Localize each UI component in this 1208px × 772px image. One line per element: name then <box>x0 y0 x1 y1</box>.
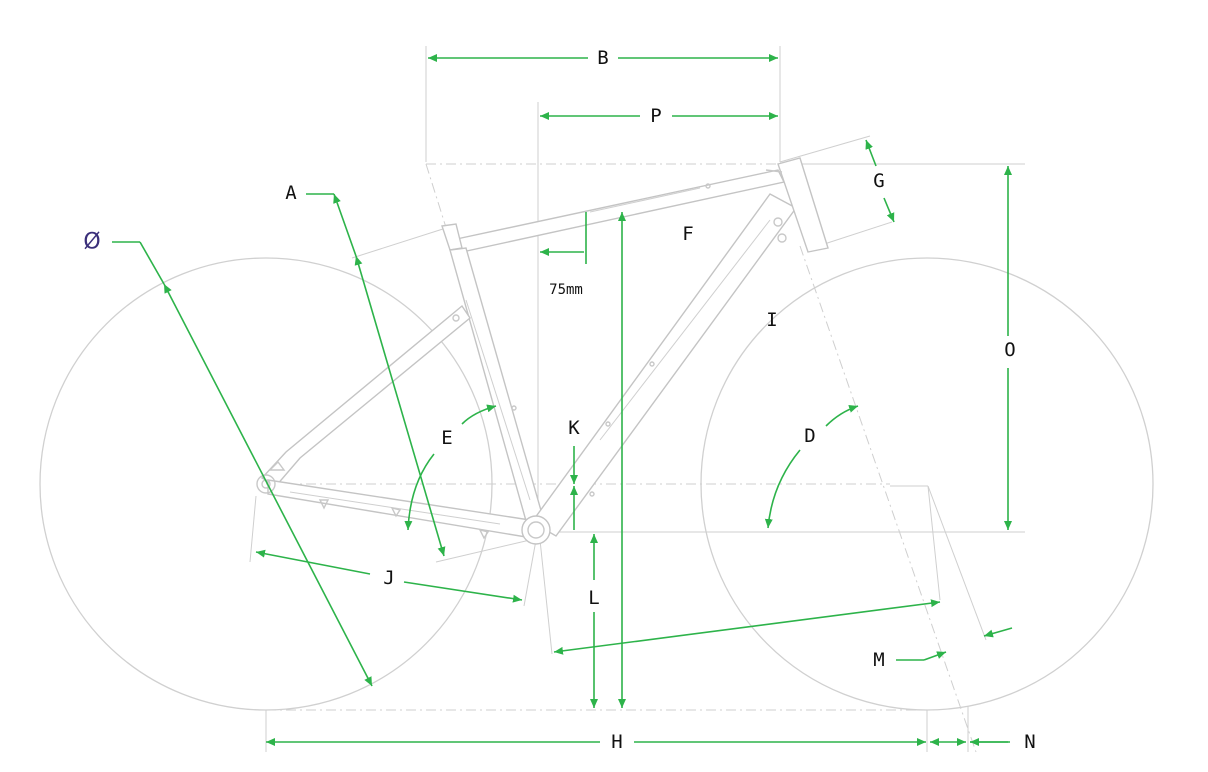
label-I: I <box>766 309 777 331</box>
label-D: D <box>804 425 815 447</box>
label-offset-75mm: 75mm <box>549 282 583 298</box>
label-G: G <box>873 170 884 192</box>
label-J: J <box>383 567 394 589</box>
dimension-labels: B P A Ø G F 75mm I O K E D J L M H N <box>83 47 1046 753</box>
label-B: B <box>597 47 608 69</box>
label-M: M <box>873 649 884 671</box>
reference-lines <box>249 46 1025 753</box>
label-A: A <box>285 182 297 204</box>
dimension-lines <box>112 54 1013 746</box>
label-K: K <box>568 417 580 439</box>
label-N: N <box>1024 731 1035 753</box>
label-P: P <box>650 105 661 127</box>
label-H: H <box>611 731 622 753</box>
label-O: O <box>1004 339 1015 361</box>
label-diameter: Ø <box>83 230 100 255</box>
label-L: L <box>588 587 599 609</box>
bike-frame <box>256 157 829 545</box>
label-E: E <box>441 427 452 449</box>
label-F: F <box>682 223 693 245</box>
